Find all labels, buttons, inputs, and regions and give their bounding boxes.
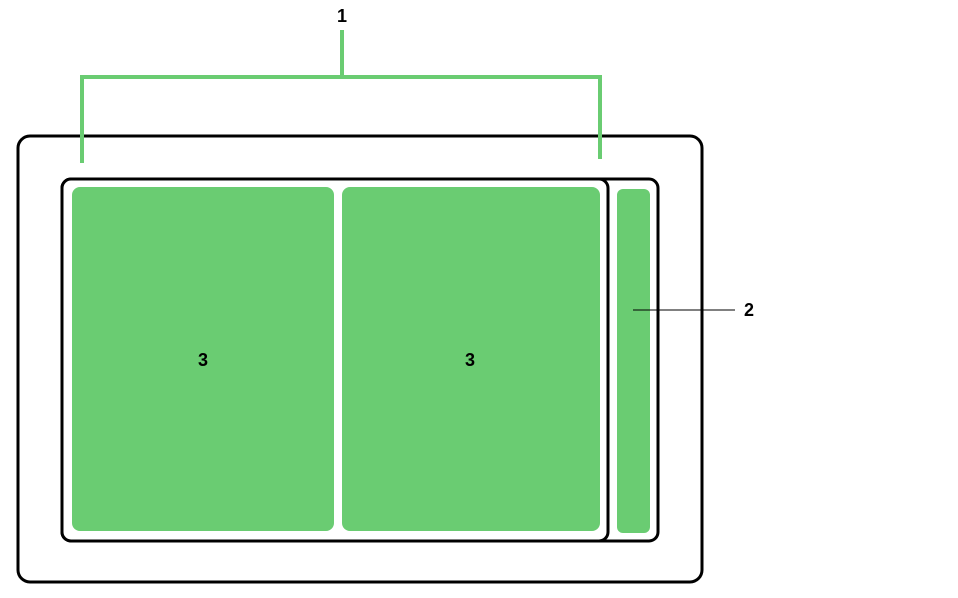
side-pane-label: 2 <box>744 300 754 320</box>
side-pane <box>617 189 650 533</box>
pane-left-label: 3 <box>198 350 208 370</box>
pane-right <box>342 187 600 531</box>
pane-left <box>72 187 334 531</box>
group-label: 1 <box>337 6 347 26</box>
group-bracket <box>80 30 602 163</box>
pane-right-label: 3 <box>465 350 475 370</box>
